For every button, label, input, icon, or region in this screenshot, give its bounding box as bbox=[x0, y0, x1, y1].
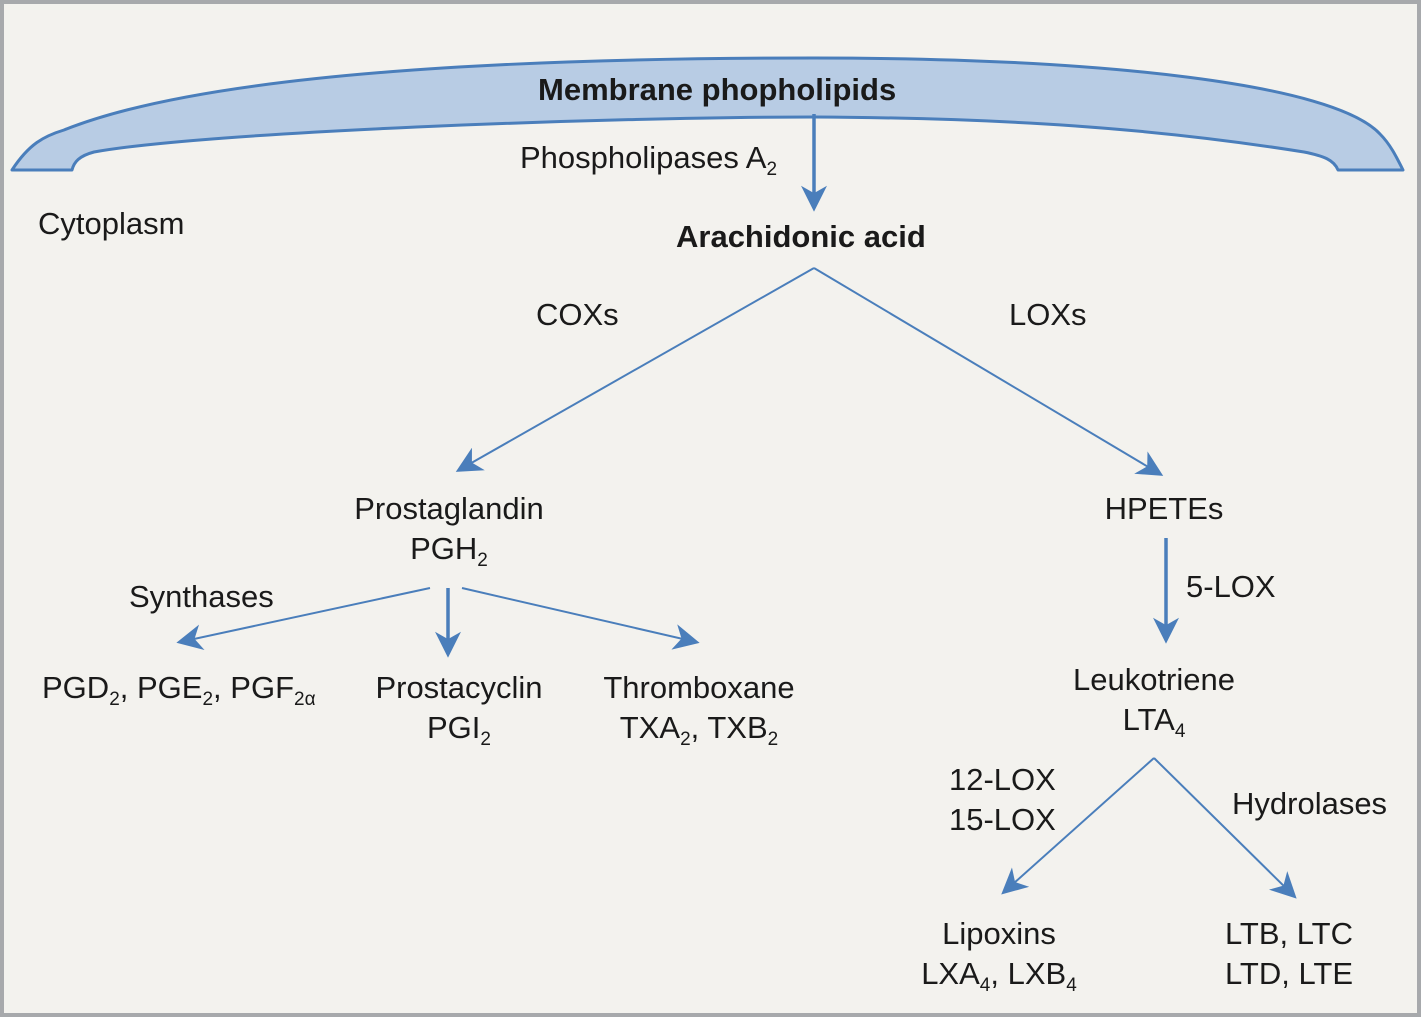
prostaglandin-line2: PGH2 bbox=[334, 529, 564, 571]
cytoplasm-label: Cytoplasm bbox=[38, 206, 185, 241]
pgd2: PGD2, bbox=[42, 670, 137, 710]
arrow-arachidonic-to-pgh2 bbox=[455, 267, 815, 472]
arrow-pgh2-to-thromboxane bbox=[461, 587, 700, 650]
pg-products-node: PGD2, PGE2, PGF2α bbox=[42, 668, 316, 710]
pgf2a: PGF2α bbox=[230, 670, 316, 710]
pge2: PGE2, bbox=[137, 670, 231, 710]
fifteen-lox-label: 15-LOX bbox=[949, 802, 1056, 837]
arrow-arachidonic-to-hpetes bbox=[813, 267, 1164, 476]
prostacyclin-node: Prostacyclin PGI2 bbox=[364, 668, 554, 750]
five-lox-label: 5-LOX bbox=[1186, 569, 1276, 604]
pgh-sub: 2 bbox=[477, 550, 488, 571]
arrow-lta4-to-lipoxins bbox=[1001, 757, 1155, 895]
thromboxane-line2: TXA2, TXB2 bbox=[619, 710, 779, 750]
phospholipases-text: Phospholipases A bbox=[520, 140, 767, 175]
hpetes-node: HPETEs bbox=[1104, 491, 1224, 526]
thromboxane-line1: Thromboxane bbox=[603, 670, 795, 705]
twelve-lox-label: 12-LOX bbox=[949, 762, 1056, 797]
leukotriene-lta4-node: Leukotriene LTA4 bbox=[1054, 660, 1254, 742]
arachidonic-acid-label: Arachidonic acid bbox=[676, 219, 926, 254]
lipoxins-line1: Lipoxins bbox=[942, 916, 1056, 951]
lt-line1: LTB, LTC bbox=[1224, 916, 1354, 951]
thromboxane-node: Thromboxane TXA2, TXB2 bbox=[589, 668, 809, 750]
membrane-band bbox=[10, 56, 1405, 172]
diagram-frame: Membrane phopholipids Phospholipases A2 … bbox=[4, 4, 1417, 1013]
lipoxins-node: Lipoxins LXA4, LXB4 bbox=[899, 914, 1099, 996]
membrane-label: Membrane phopholipids bbox=[538, 72, 897, 107]
hydrolases-label: Hydrolases bbox=[1232, 786, 1388, 821]
pgh-text: PGH bbox=[410, 531, 478, 566]
arrow-lta4-to-lt-products bbox=[1153, 757, 1297, 899]
loxs-label: LOXs bbox=[1009, 297, 1087, 332]
arrow-pgh2-to-pg-products bbox=[176, 587, 431, 651]
coxs-label: COXs bbox=[536, 297, 619, 332]
lipoxins-line2: LXA4, LXB4 bbox=[921, 956, 1077, 996]
pathway-diagram bbox=[10, 56, 1405, 899]
phospholipases-sub: 2 bbox=[766, 159, 778, 180]
phospholipases-label: Phospholipases A2 bbox=[520, 138, 778, 180]
leukotriene-line1: Leukotriene bbox=[1072, 662, 1235, 697]
ltb-ltc-ltd-lte-node: LTB, LTC LTD, LTE bbox=[1209, 914, 1369, 994]
prostacyclin-line1: Prostacyclin bbox=[375, 670, 543, 705]
synthases-label: Synthases bbox=[129, 579, 274, 614]
lt-line2: LTD, LTE bbox=[1224, 956, 1354, 991]
prostaglandin-line1: Prostaglandin bbox=[354, 491, 544, 526]
prostaglandin-pgh2-node: Prostaglandin PGH2 bbox=[334, 489, 564, 571]
prostacyclin-line2: PGI2 bbox=[427, 710, 491, 750]
leukotriene-line2: LTA4 bbox=[1122, 702, 1186, 742]
